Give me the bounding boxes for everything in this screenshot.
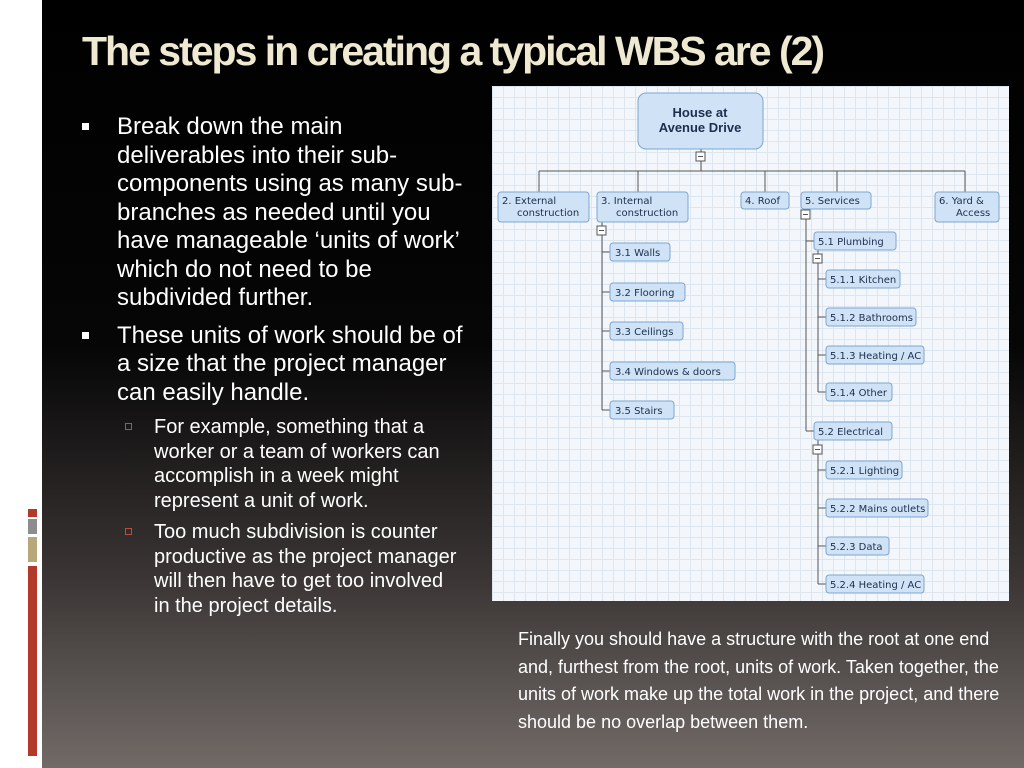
node-label: 5.1.4 Other [830,388,888,399]
wbs-diagram: House at Avenue Drive 2. External constr… [492,86,1009,601]
connector-lines [538,149,966,585]
sub-bullet-text: Too much subdivision is counter producti… [154,521,457,617]
node-label: 5.2.1 Lighting [830,466,899,477]
wbs-node-external-construction[interactable]: 2. External construction [497,191,590,223]
node-label: Access [956,208,990,219]
wbs-node-other[interactable]: 5.1.4 Other [825,382,893,402]
root-collapse-toggle[interactable] [695,151,706,162]
accent-bar-red-long [28,566,37,756]
node-label: 3. Internal [601,196,652,207]
bullet-item: These units of work should be of a size … [78,322,463,619]
node-label: 6. Yard & [939,196,984,207]
root-line-2: Avenue Drive [659,120,742,135]
sub-bullet-item: Too much subdivision is counter producti… [117,520,463,618]
node-label: 3.5 Stairs [615,406,663,417]
wbs-node-windows-doors[interactable]: 3.4 Windows & doors [609,361,736,381]
node-label: 5.1.3 Heating / AC [830,351,921,362]
wbs-node-internal-construction[interactable]: 3. Internal construction [596,191,689,223]
wbs-node-services[interactable]: 5. Services [800,191,872,210]
sub-bullet-text: For example, something that a worker or … [154,416,440,512]
node-label: 2. External [502,196,556,207]
bullet-item: Break down the main deliverables into th… [78,113,463,313]
plumbing-collapse-toggle[interactable] [812,253,823,264]
wbs-node-heating-ac-plumbing[interactable]: 5.1.3 Heating / AC [825,345,925,365]
accent-bar-grey [28,519,37,534]
wbs-node-yard-access[interactable]: 6. Yard & Access [934,191,1000,223]
node-label: construction [616,208,678,219]
wbs-node-plumbing[interactable]: 5.1 Plumbing [813,231,897,251]
node-label: 5.2.4 Heating / AC [830,580,921,591]
caption-text: Finally you should have a structure with… [518,629,1000,732]
wbs-node-lighting[interactable]: 5.2.1 Lighting [825,460,903,480]
node-label: 5. Services [805,196,860,207]
node-label: 5.2.3 Data [830,542,883,553]
wbs-node-data[interactable]: 5.2.3 Data [825,536,890,556]
wbs-node-roof[interactable]: 4. Roof [740,191,790,210]
wbs-node-electrical[interactable]: 5.2 Electrical [813,421,893,441]
wbs-node-mains-outlets[interactable]: 5.2.2 Mains outlets [825,498,929,518]
bullet-list: Break down the main deliverables into th… [78,113,463,627]
hollow-square-bullet-icon [125,423,132,430]
accent-bar-tan [28,537,37,562]
wbs-node-flooring[interactable]: 3.2 Flooring [609,282,686,302]
wbs-node-kitchen[interactable]: 5.1.1 Kitchen [825,269,901,289]
square-bullet-icon [82,123,89,130]
square-bullet-icon [82,331,89,339]
bullet-text: These units of work should be of a size … [117,321,463,406]
node-label: 3.4 Windows & doors [615,367,721,378]
node-label: 5.2.2 Mains outlets [830,504,925,515]
wbs-node-stairs[interactable]: 3.5 Stairs [609,400,675,420]
node-label: construction [517,208,579,219]
node-label: 3.2 Flooring [615,288,674,299]
wbs-node-heating-ac-electrical[interactable]: 5.2.4 Heating / AC [825,574,925,594]
wbs-node-bathrooms[interactable]: 5.1.2 Bathrooms [825,307,917,327]
node-label: 5.1 Plumbing [818,237,884,248]
internal-collapse-toggle[interactable] [596,225,607,236]
slide-title: The steps in creating a typical WBS are … [82,28,825,74]
sub-bullet-item: For example, something that a worker or … [117,415,463,513]
node-label: 3.3 Ceilings [615,327,673,338]
bullet-text: Break down the main deliverables into th… [117,113,463,311]
node-label: 4. Roof [745,196,780,207]
wbs-node-walls[interactable]: 3.1 Walls [609,242,671,262]
node-label: 5.2 Electrical [818,427,883,438]
root-line-1: House at [673,105,729,120]
accent-bar-red-top [28,509,37,517]
hollow-square-bullet-icon [125,528,132,535]
node-label: 3.1 Walls [615,248,660,259]
electrical-collapse-toggle[interactable] [812,444,823,455]
sub-bullet-list: For example, something that a worker or … [117,415,463,618]
services-collapse-toggle[interactable] [800,209,811,220]
node-label: 5.1.2 Bathrooms [830,313,913,324]
wbs-node-ceilings[interactable]: 3.3 Ceilings [609,321,684,341]
wbs-root-node[interactable]: House at Avenue Drive [637,92,764,150]
node-label: 5.1.1 Kitchen [830,275,896,286]
wbs-diagram-svg: House at Avenue Drive 2. External constr… [497,92,1000,594]
